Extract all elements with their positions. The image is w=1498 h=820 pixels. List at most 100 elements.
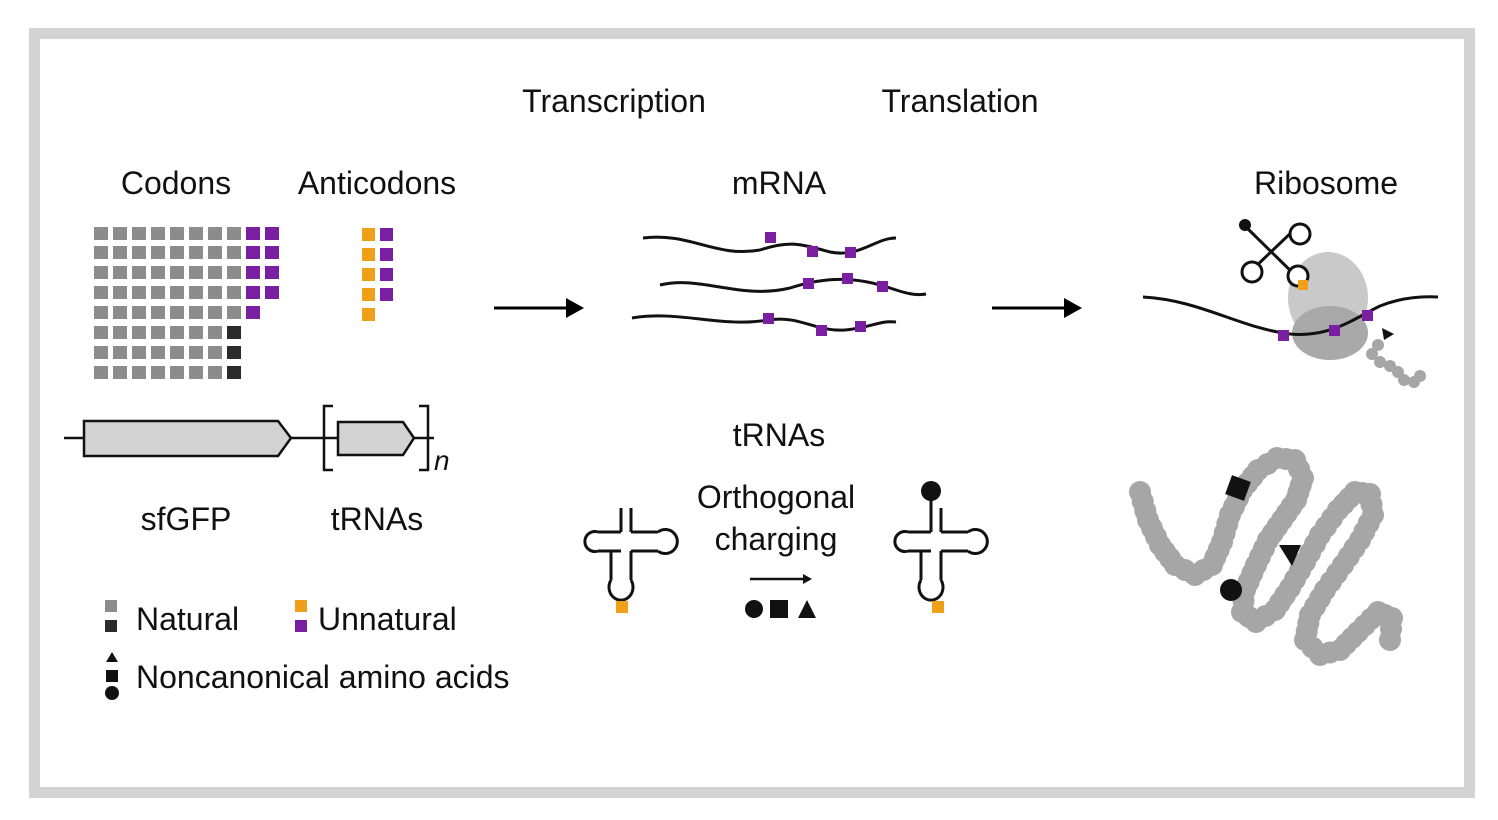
codon-square	[189, 227, 203, 240]
codon-square	[151, 246, 165, 259]
codon-square	[113, 286, 127, 299]
translation-arrow	[992, 298, 1082, 318]
codon-square	[208, 326, 222, 339]
unnatural-purple-swatch	[295, 620, 307, 632]
legend-noncanonical-label: Noncanonical amino acids	[136, 659, 510, 695]
transcription-arrow	[494, 298, 584, 318]
codon-square	[151, 326, 165, 339]
codon-square	[208, 346, 222, 359]
codon-square	[151, 366, 165, 379]
unnatural-base	[1329, 325, 1340, 336]
codon-square	[113, 306, 127, 319]
triangle-aa-icon	[798, 600, 816, 618]
noncanonical-symbols	[745, 600, 816, 618]
anticodon-marker	[1298, 280, 1308, 290]
ribosome-mrna	[1142, 295, 1439, 337]
codon-square	[246, 306, 260, 319]
unnatural-base	[1362, 310, 1373, 321]
anticodon-grid	[362, 228, 393, 321]
codon-square	[94, 346, 108, 359]
triangle-legend-icon	[106, 652, 118, 662]
codon-square	[94, 326, 108, 339]
codon-square	[94, 227, 108, 240]
codon-square	[170, 227, 184, 240]
codon-square	[170, 266, 184, 279]
codon-square	[151, 227, 165, 240]
sfgfp-gene	[82, 419, 293, 458]
charging-arrow	[750, 574, 812, 584]
charging-label: charging	[715, 521, 838, 557]
unnatural-base	[1278, 330, 1289, 341]
trnas-heading: tRNAs	[733, 417, 825, 453]
translation-heading: Translation	[881, 83, 1038, 119]
anticodon-square	[380, 228, 393, 241]
anticodon-square	[362, 228, 375, 241]
codon-square	[113, 246, 127, 259]
codon-square	[170, 366, 184, 379]
codon-square	[227, 227, 241, 240]
codon-square	[189, 306, 203, 319]
codon-grid	[94, 227, 279, 379]
repeat-bracket-left	[322, 404, 333, 472]
codon-square	[265, 246, 279, 259]
amino-acid-circle-icon	[921, 481, 941, 501]
codon-square	[94, 366, 108, 379]
codon-square	[265, 286, 279, 299]
codon-square	[132, 366, 146, 379]
codon-square	[189, 246, 203, 259]
anticodon-square	[362, 308, 375, 321]
noncanonical-square-residue	[1225, 475, 1251, 501]
unnatural-base	[877, 281, 888, 292]
codon-square	[246, 246, 260, 259]
plasmid-trnas-label: tRNAs	[331, 501, 423, 537]
codon-square	[227, 286, 241, 299]
codon-square	[208, 266, 222, 279]
codon-square	[227, 246, 241, 259]
codon-square	[227, 366, 241, 379]
figure-frame	[29, 28, 1475, 798]
ribosome-trna-icon	[1239, 219, 1312, 290]
codon-square	[113, 266, 127, 279]
codon-square	[170, 346, 184, 359]
nascent-aa-triangle	[1382, 328, 1394, 340]
peptide-bead	[1398, 374, 1410, 386]
codon-square	[227, 326, 241, 339]
codon-square	[113, 366, 127, 379]
codon-square	[113, 346, 127, 359]
peptide-bead	[1366, 348, 1378, 360]
natural-dark-swatch	[105, 620, 117, 632]
codon-square	[189, 346, 203, 359]
codon-square	[170, 306, 184, 319]
orthogonal-label: Orthogonal	[697, 479, 855, 515]
codon-square	[208, 286, 222, 299]
codon-square	[189, 266, 203, 279]
unnatural-base	[807, 246, 818, 257]
codon-square	[132, 286, 146, 299]
codon-square	[265, 227, 279, 240]
legend-natural-label: Natural	[136, 601, 239, 637]
unnatural-base	[845, 247, 856, 258]
amino-acid-circle-icon	[1239, 219, 1251, 231]
codon-square	[94, 246, 108, 259]
anticodon-square	[380, 268, 393, 281]
codon-square	[113, 326, 127, 339]
transcription-heading: Transcription	[522, 83, 706, 119]
legend: Natural Unnatural Noncanonical amino aci…	[105, 600, 510, 700]
anticodons-heading: Anticodons	[298, 165, 456, 201]
nascent-peptide-chain	[1366, 339, 1426, 388]
anticodon-square	[362, 248, 375, 261]
codon-square	[151, 306, 165, 319]
ribosome-complex	[1142, 252, 1439, 360]
folded-protein	[1129, 447, 1403, 666]
anticodon-square	[380, 248, 393, 261]
natural-light-swatch	[105, 600, 117, 612]
unnatural-base	[763, 313, 774, 324]
codon-square	[208, 366, 222, 379]
codon-square	[208, 246, 222, 259]
square-aa-icon	[770, 600, 788, 618]
circle-legend-icon	[105, 686, 119, 700]
trna-gene	[336, 420, 416, 457]
codon-square	[170, 286, 184, 299]
codon-square	[94, 286, 108, 299]
